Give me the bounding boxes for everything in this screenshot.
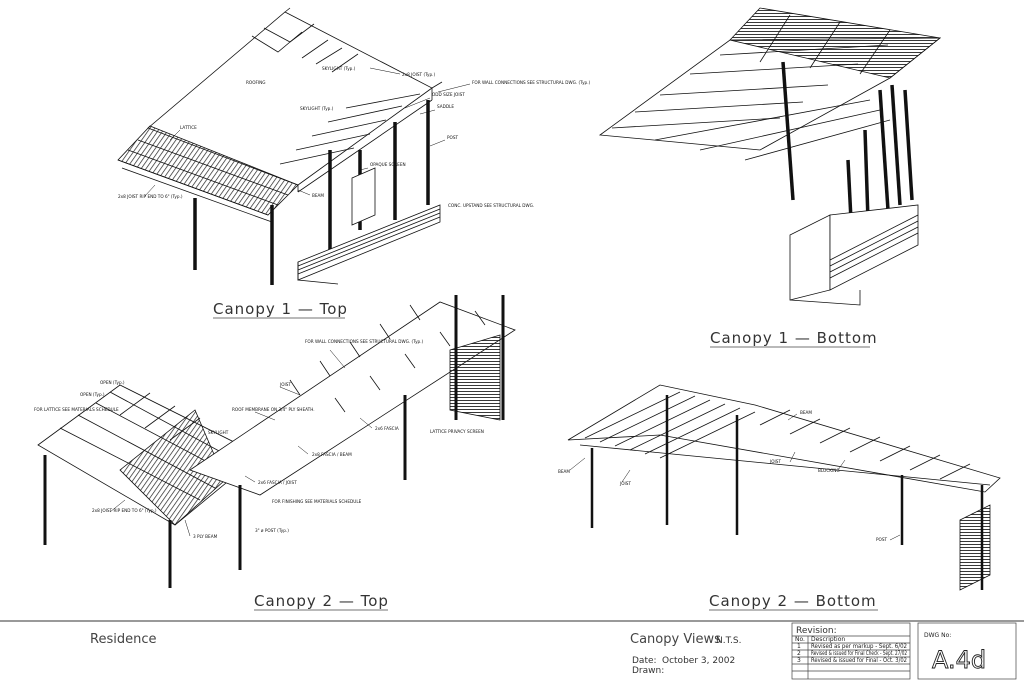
note-c2b-joist-a: JOIST bbox=[769, 459, 781, 464]
note-c2-open-b: OPEN (Typ.) bbox=[80, 392, 105, 397]
note-c2-finishing: FOR FINISHING SEE MATERIALS SCHEDULE bbox=[272, 499, 362, 504]
note-c2-fascia: 2x6 FASCIA bbox=[375, 426, 399, 431]
canopy1-bottom-upstand bbox=[829, 214, 919, 279]
note-c2b-blocking: BLOCKING bbox=[818, 468, 840, 473]
canopy1-bottom-view bbox=[598, 7, 942, 306]
note-c2-for-lattice: FOR LATTICE SEE MATERIALS SCHEDULE bbox=[34, 407, 119, 412]
canopy2-top-title: Canopy 2 — Top bbox=[254, 592, 389, 610]
note-skylight-b: SKYLIGHT (Typ.) bbox=[300, 106, 334, 111]
note-c2-wall-connections: FOR WALL CONNECTIONS SEE STRUCTURAL DWG.… bbox=[305, 339, 424, 344]
note-lattice: LATTICE bbox=[180, 125, 197, 130]
note-c2-lattice-screen: LATTICE PRIVACY SCREEN bbox=[430, 429, 484, 434]
note-beam: BEAM bbox=[312, 193, 324, 198]
canopy2-bottom-joists bbox=[579, 391, 991, 486]
deck-joists-c2 bbox=[289, 304, 486, 413]
note-c2-fascia-joist: 2x6 FASCIA / JOIST bbox=[258, 480, 297, 485]
revision-desc: Revised as per markup - Sept. 6/02 bbox=[811, 643, 907, 650]
note-c2-fascia-beam: 2x8 FASCIA / BEAM bbox=[312, 452, 352, 457]
canopy1-top-title: Canopy 1 — Top bbox=[213, 300, 348, 318]
lattice-joists bbox=[117, 139, 289, 223]
dwg-number: A.4d bbox=[932, 646, 986, 674]
note-conc: CONC. UPSTAND SEE STRUCTURAL DWG. bbox=[448, 203, 534, 208]
conc-upstand bbox=[297, 204, 441, 285]
note-c2-roof-membrane: ROOF MEMBRANE ON 3/4" PLY SHEATH. bbox=[232, 407, 315, 412]
revision-no: 3 bbox=[797, 657, 801, 664]
note-joist: 2x8 JOIST (Typ.) bbox=[402, 72, 435, 77]
note-c2b-beam-b: BEAM bbox=[558, 469, 570, 474]
revision-label: Revision: bbox=[796, 626, 837, 636]
canopy2-top-posts bbox=[43, 295, 505, 588]
note-post: POST bbox=[447, 135, 458, 140]
note-c2-joist: JOIST bbox=[279, 382, 291, 387]
note-skylight-a: SKYLIGHT (Typ.) bbox=[322, 66, 356, 71]
revision-no: 1 bbox=[797, 643, 801, 650]
rev-col-desc: Description bbox=[811, 636, 845, 643]
note-c2-open: OPEN (Typ.) bbox=[100, 380, 125, 385]
revision-desc: Revised & issued for Final Check - Sept.… bbox=[811, 650, 907, 657]
drawn-label: Drawn: bbox=[632, 666, 664, 676]
note-wall-connections: FOR WALL CONNECTIONS SEE STRUCTURAL DWG.… bbox=[472, 80, 591, 85]
roof-deck-c2 bbox=[189, 301, 516, 496]
note-roofing: ROOFING bbox=[246, 80, 266, 85]
note-odd-joist: ODD SIZE JOIST bbox=[432, 92, 465, 97]
canopy2-bottom-view bbox=[567, 384, 1001, 591]
note-rip: 2x8 JOIST RIP END TO 6" (Typ.) bbox=[118, 194, 183, 199]
canopy2-bottom-title: Canopy 2 — Bottom bbox=[709, 592, 877, 610]
title-block: Residence Canopy Views N.T.S. Date: Octo… bbox=[0, 620, 1024, 680]
date-value: October 3, 2002 bbox=[662, 656, 735, 666]
revision-no: 2 bbox=[797, 650, 801, 657]
canopy2-bottom-posts bbox=[590, 395, 984, 590]
note-c2b-post: POST bbox=[876, 537, 887, 542]
sheet-scale: N.T.S. bbox=[716, 636, 741, 646]
revision-table bbox=[791, 622, 1017, 680]
canopy1-bottom-title: Canopy 1 — Bottom bbox=[710, 329, 878, 347]
note-c2-skylight: SKYLIGHT bbox=[208, 430, 229, 435]
note-saddle: SADDLE bbox=[437, 104, 454, 109]
dwg-label: DWG No: bbox=[924, 632, 951, 639]
date-label: Date: bbox=[632, 656, 657, 666]
skylight-strips bbox=[251, 7, 443, 193]
rev-col-no: No. bbox=[795, 636, 805, 643]
sheet-title: Canopy Views bbox=[630, 632, 721, 647]
canopy1-top-notes: 2x8 JOIST (Typ.) FOR WALL CONNECTIONS SE… bbox=[118, 66, 591, 319]
canopy1-top-view bbox=[117, 7, 471, 285]
lattice-privacy-screen bbox=[449, 334, 501, 421]
project-name: Residence bbox=[90, 632, 156, 647]
canopy2-bottom-notes: BEAM JOIST BLOCKING BEAM JOIST POST Cano… bbox=[558, 410, 887, 611]
note-c2b-beam-a: BEAM bbox=[800, 410, 812, 415]
canopy1-bottom-joists bbox=[611, 44, 891, 161]
canopy2-top-notes: FOR WALL CONNECTIONS SEE STRUCTURAL DWG.… bbox=[34, 339, 484, 611]
note-c2b-joist-b: JOIST bbox=[619, 481, 631, 486]
note-c2-post: 3" ø POST (Typ.) bbox=[255, 528, 289, 533]
note-c2-beam: 3 PLY BEAM bbox=[193, 534, 218, 539]
canopy2-top-view bbox=[37, 295, 516, 588]
note-opaque-screen: OPAQUE SCREEN bbox=[370, 162, 406, 167]
note-c2-rip: 2x8 JOIST RIP END TO 6" (Typ.) bbox=[92, 508, 157, 513]
revision-desc: Revised & issued for Final - Oct. 3/02 bbox=[811, 657, 907, 664]
